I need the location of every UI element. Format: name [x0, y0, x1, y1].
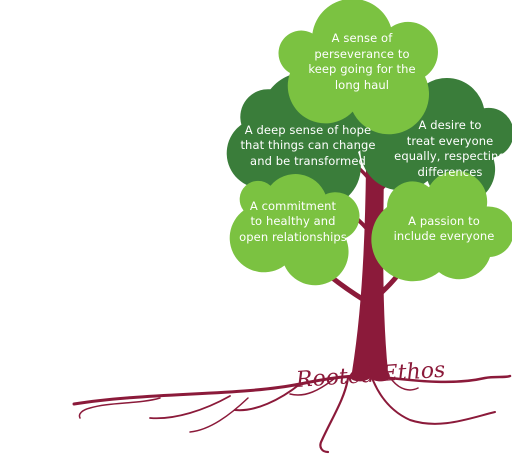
- label-hope: A deep sense of hope that things can cha…: [240, 122, 376, 168]
- label-inclusion: A passion to include everyone: [393, 213, 495, 244]
- roots: [72, 374, 512, 454]
- leaf-cloud-relationships: [229, 174, 360, 286]
- label-perseverance: A sense of perseverance to keep going fo…: [308, 31, 416, 92]
- leaf-cloud-perseverance: [278, 0, 438, 135]
- label-relationships: A commitment to healthy and open relatio…: [239, 198, 347, 244]
- leaf-cloud-inclusion: [371, 170, 512, 282]
- trunk: [350, 168, 390, 382]
- label-equality: A desire to treat everyone equally, resp…: [394, 118, 506, 179]
